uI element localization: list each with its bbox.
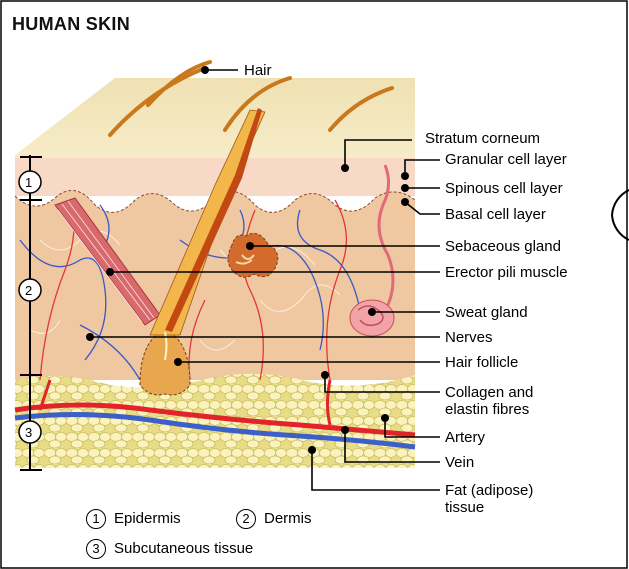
label-stratum-corneum: Stratum corneum	[425, 130, 540, 147]
legend-dermis: Dermis	[264, 510, 312, 527]
skin-surface	[15, 78, 415, 160]
label-collagen-1: Collagen and	[445, 384, 533, 401]
label-fat-1: Fat (adipose)	[445, 482, 533, 499]
marker-3: 3	[25, 424, 32, 441]
label-spinous: Spinous cell layer	[445, 180, 563, 197]
legend-subcutaneous: Subcutaneous tissue	[114, 540, 253, 557]
label-granular: Granular cell layer	[445, 151, 567, 168]
marker-2: 2	[25, 282, 32, 299]
diagram-title: HUMAN SKIN	[12, 14, 130, 35]
marker-1: 1	[25, 174, 32, 191]
legend-num-3: 3	[86, 539, 106, 559]
label-sebaceous: Sebaceous gland	[445, 238, 561, 255]
label-basal: Basal cell layer	[445, 206, 546, 223]
label-fat-2: tissue	[445, 499, 484, 516]
legend-num-1: 1	[86, 509, 106, 529]
label-nerves: Nerves	[445, 329, 493, 346]
fat-layer	[15, 374, 415, 468]
label-sweat: Sweat gland	[445, 304, 528, 321]
label-artery: Artery	[445, 429, 485, 446]
label-hair: Hair	[244, 62, 272, 79]
legend-num-2: 2	[236, 509, 256, 529]
label-collagen-2: elastin fibres	[445, 401, 529, 418]
label-follicle: Hair follicle	[445, 354, 518, 371]
label-vein: Vein	[445, 454, 474, 471]
legend-epidermis: Epidermis	[114, 510, 181, 527]
label-erector: Erector pili muscle	[445, 264, 568, 281]
